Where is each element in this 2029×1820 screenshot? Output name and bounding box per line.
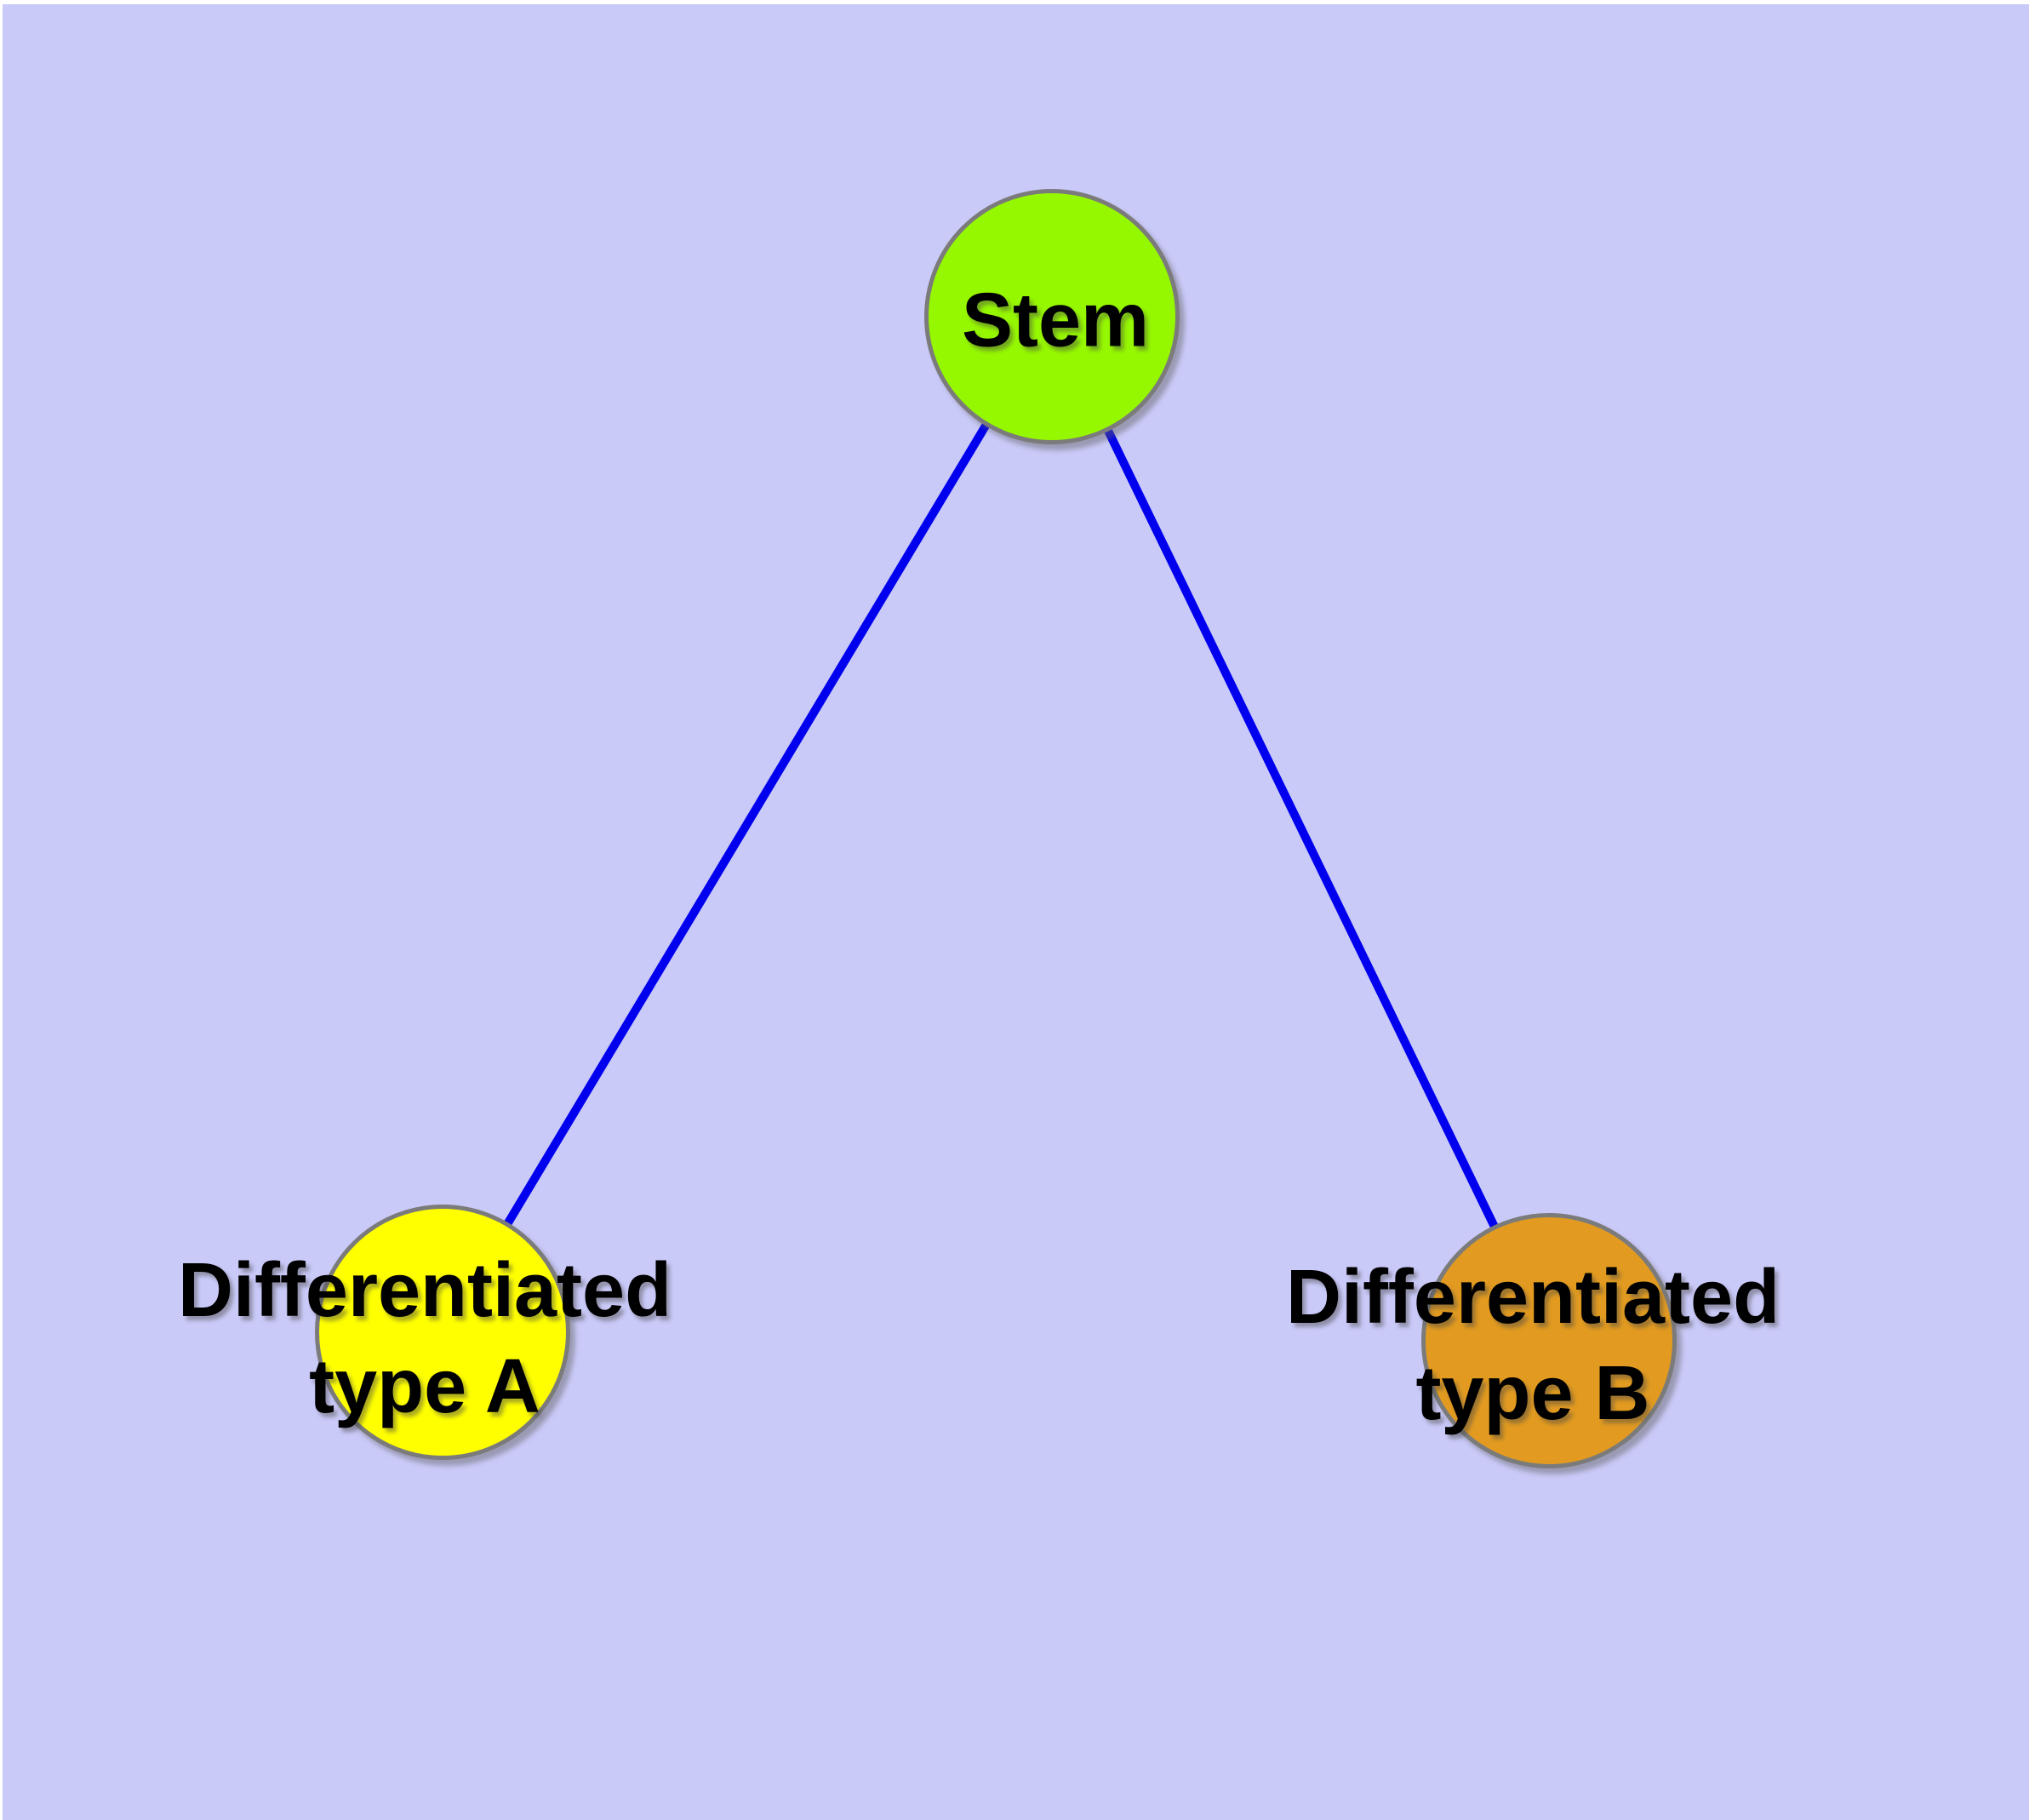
diagram-canvas: Stem Differentiated type A Differentiate… bbox=[3, 4, 2029, 1820]
node-differentiated-type-a bbox=[315, 1205, 570, 1460]
edge-stem-to-type-b bbox=[1048, 312, 1553, 1342]
node-stem bbox=[924, 189, 1180, 444]
node-differentiated-type-b bbox=[1421, 1213, 1677, 1468]
node-stem-label: Stem bbox=[961, 278, 1150, 363]
edge-layer bbox=[438, 312, 1553, 1342]
node-differentiated-type-a-label: Differentiated type A bbox=[177, 1248, 672, 1429]
edge-stem-to-type-a bbox=[438, 312, 1056, 1335]
node-differentiated-type-b-label: Differentiated type B bbox=[1285, 1255, 1780, 1436]
